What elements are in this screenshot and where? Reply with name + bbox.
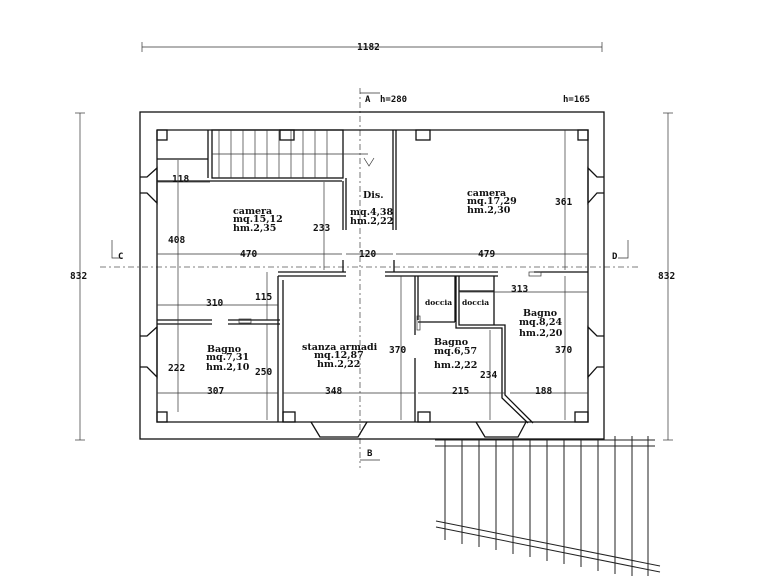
room-doccia-2: doccia [462, 298, 489, 307]
dim-310: 310 [206, 298, 223, 309]
dim-307: 307 [207, 386, 224, 397]
room-area: mq.12,87 [314, 350, 364, 361]
dim-222: 222 [168, 363, 185, 374]
dim-120: 120 [359, 249, 376, 260]
room-bagno-mid: Bagno mq.6,57 hm.2,22 [434, 337, 477, 371]
dim-348: 348 [325, 386, 342, 397]
overall-depth-left: 832 [70, 271, 87, 282]
dim-118: 118 [172, 174, 189, 185]
section-arrow-c [111, 240, 122, 259]
room-area: mq.15,12 [233, 214, 283, 225]
dim-250: 250 [255, 367, 272, 378]
room-height: hm.2,22 [317, 359, 360, 370]
room-height: hm.2,22 [434, 360, 477, 371]
room-area: mq.17,29 [467, 196, 517, 207]
dim-470: 470 [240, 249, 257, 260]
dimension-lines [157, 130, 588, 420]
room-bagno-left: Bagno mq.7,31 hm.2,10 [206, 344, 250, 373]
dim-361: 361 [555, 197, 572, 208]
dim-188: 188 [535, 386, 552, 397]
dim-215: 215 [452, 386, 469, 397]
section-mark-c: C [118, 252, 123, 262]
room-area: mq.4,38 [350, 207, 394, 218]
room-name: Dis. [363, 190, 384, 201]
room-height: hm.2,22 [350, 216, 393, 227]
room-height: hm.2,35 [233, 223, 276, 234]
dim-408: 408 [168, 235, 185, 246]
dim-479: 479 [478, 249, 495, 260]
room-name: Bagno [434, 337, 468, 348]
dim-234: 234 [480, 370, 497, 381]
dim-370-mid: 370 [389, 345, 406, 356]
section-mark-d: D [612, 252, 618, 262]
room-area: mq.7,31 [206, 352, 249, 363]
room-area: mq.6,57 [434, 346, 477, 357]
room-camera-left: camera mq.15,12 hm.2,35 [233, 206, 283, 234]
room-name: Bagno [207, 344, 241, 355]
room-stanza-armadi: stanza armadi mq.12,87 hm.2,22 [302, 342, 378, 370]
room-camera-right: camera mq.17,29 hm.2,30 [467, 188, 517, 216]
dim-115: 115 [255, 292, 272, 303]
room-name: stanza armadi [302, 342, 378, 353]
section-mark-b: B [367, 449, 373, 459]
dim-370-right: 370 [555, 345, 572, 356]
section-mark-a: A [365, 95, 371, 105]
room-doccia-1: doccia [425, 298, 452, 307]
overall-width: 1182 [357, 42, 380, 53]
height-label-165: h=165 [563, 95, 590, 105]
dim-313: 313 [511, 284, 528, 295]
room-height: hm.2,10 [206, 362, 250, 373]
walls [139, 111, 605, 440]
section-arrow-d [618, 240, 629, 259]
room-area: mq.8,24 [519, 317, 563, 328]
dim-233: 233 [313, 223, 330, 234]
room-height: hm.2,30 [467, 205, 511, 216]
room-name: camera [467, 188, 506, 199]
room-bagno-right: Bagno mq.8,24 hm.2,20 [519, 308, 563, 339]
room-dis: Dis. mq.4,38 hm.2,22 [350, 190, 394, 227]
height-label-280: h=280 [380, 95, 407, 105]
room-name: Bagno [523, 308, 557, 319]
room-name: camera [233, 206, 272, 217]
overall-depth-right: 832 [658, 271, 675, 282]
overall-dimension-lines [75, 42, 673, 441]
balcony-railing [435, 436, 661, 576]
room-height: hm.2,20 [519, 328, 563, 339]
